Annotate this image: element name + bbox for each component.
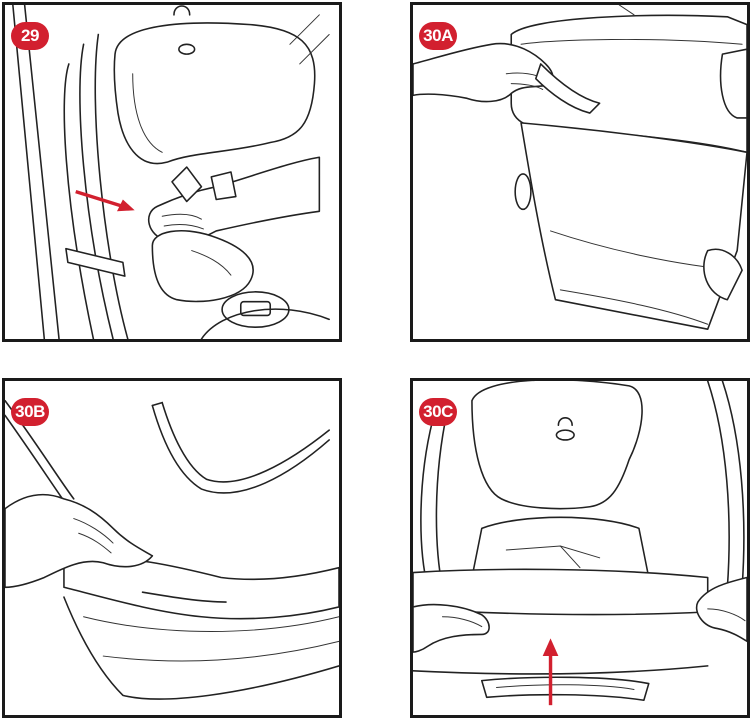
panel-30b: 30B [2, 378, 342, 718]
panel-30a: 30A [410, 2, 750, 342]
step-badge-30c: 30C [419, 398, 457, 426]
illustration-30a [413, 5, 747, 330]
illustration-29 [12, 5, 330, 339]
panel-30c: 30C [410, 378, 750, 718]
logo-badge-29 [178, 43, 196, 55]
panel-29: 29 [2, 2, 342, 342]
illustration-30b [5, 399, 339, 700]
arrow-29 [75, 190, 124, 209]
step-badge-30b: 30B [11, 398, 49, 426]
logo-badge-30c [555, 429, 575, 441]
step-badge-30a: 30A [419, 22, 457, 50]
illustration-30c [413, 381, 747, 706]
step-badge-29: 29 [11, 22, 49, 50]
